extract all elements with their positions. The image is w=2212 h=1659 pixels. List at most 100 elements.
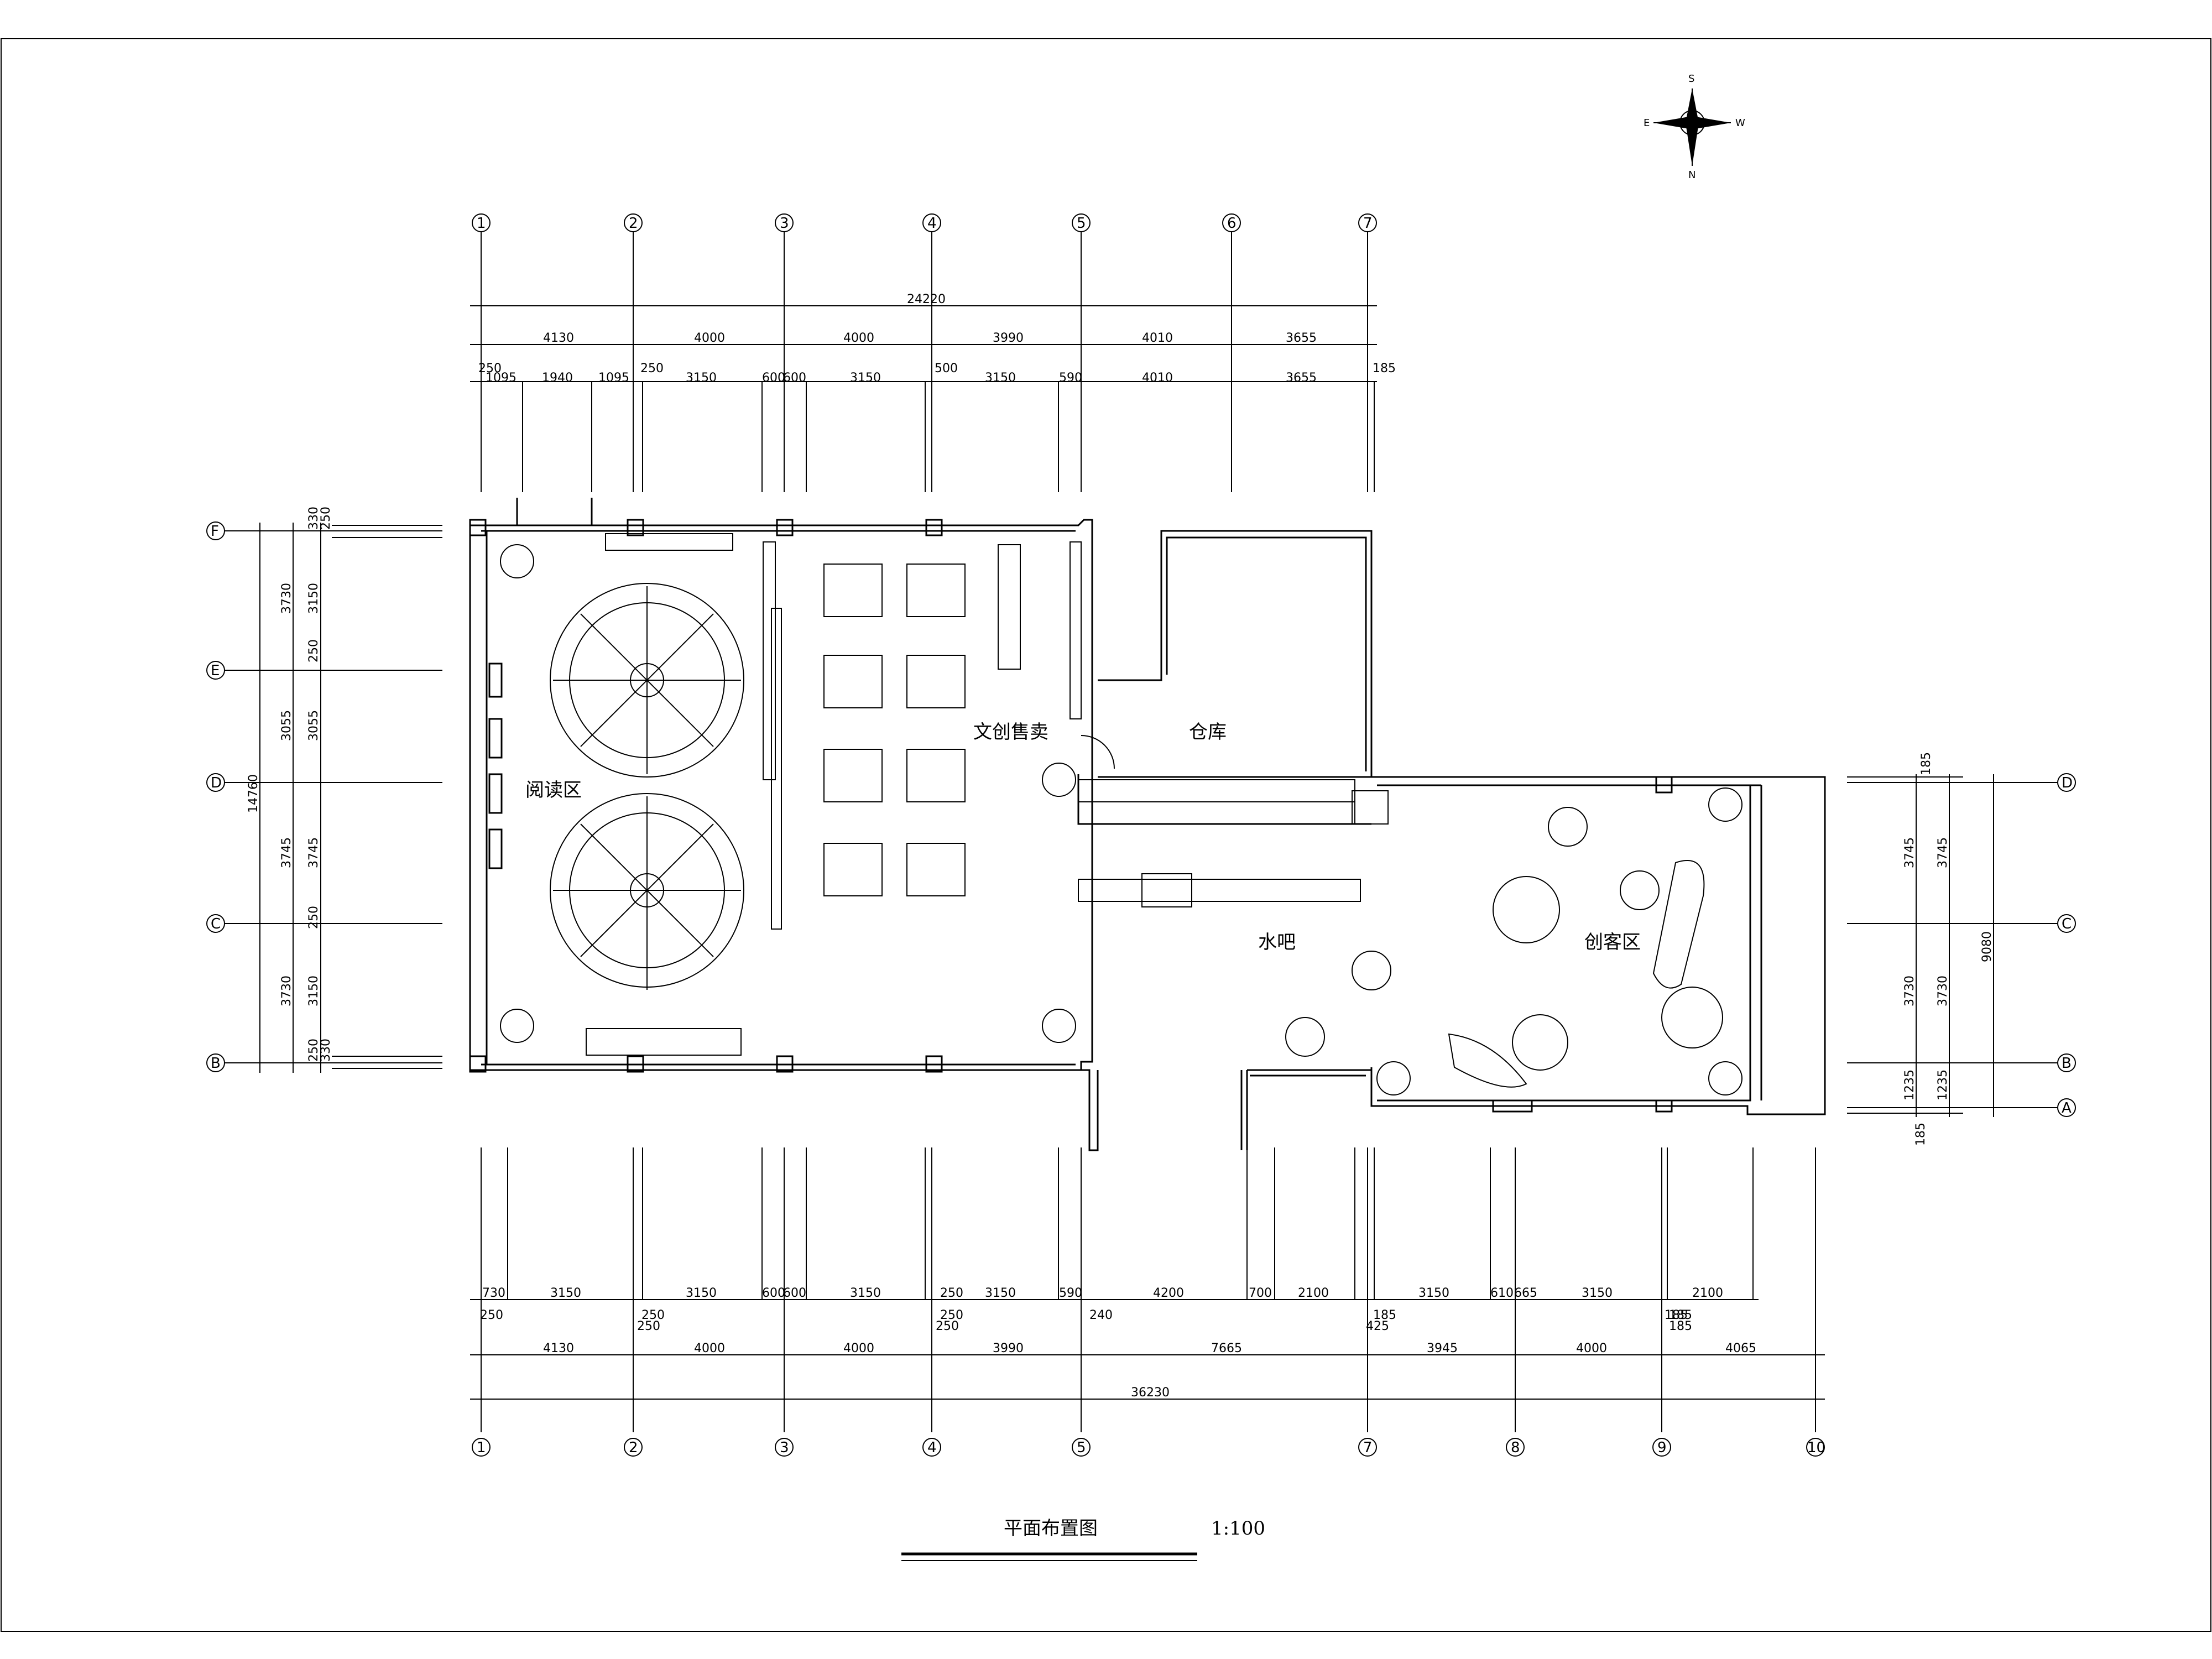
dim-bot-r1-11: 700 bbox=[1249, 1286, 1272, 1300]
dim-left-i2: 250 bbox=[319, 507, 333, 530]
dim-bot-r1b-3: 250 bbox=[637, 1319, 660, 1333]
dim-right-i5: 185 bbox=[1914, 1123, 1928, 1146]
dim-bot-r2-3: 4000 bbox=[843, 1342, 874, 1355]
dim-right-i3: 3730 bbox=[1903, 975, 1917, 1006]
left-axis-markers: F E D C B bbox=[206, 521, 225, 1072]
dim-left-o4: 3730 bbox=[280, 975, 294, 1006]
display-tables bbox=[823, 564, 966, 896]
top-dimensions: 24220 4130 4000 4000 3990 4010 3655 250 … bbox=[470, 293, 1396, 385]
axis-left-e: E bbox=[211, 662, 220, 679]
dim-bot-r1b-2: 250 bbox=[641, 1308, 665, 1322]
dim-right-o2: 3730 bbox=[1936, 975, 1950, 1006]
dim-top-r3-4: 1095 bbox=[598, 371, 629, 385]
dim-top-r3-3: 1940 bbox=[542, 371, 573, 385]
drawing-scale: 1:100 bbox=[1211, 1517, 1265, 1540]
dim-bot-r2-1: 4130 bbox=[543, 1342, 574, 1355]
axis-top-4: 4 bbox=[927, 215, 937, 232]
dim-top-r3-15: 185 bbox=[1373, 362, 1396, 375]
top-axis-markers: 1 2 3 4 5 6 7 bbox=[472, 213, 1377, 232]
top-grid-lines bbox=[481, 232, 1375, 492]
axis-right-c: C bbox=[2062, 916, 2072, 932]
dim-left-i7: 250 bbox=[307, 906, 321, 929]
dim-bot-r2-7: 4000 bbox=[1576, 1342, 1607, 1355]
dim-bot-r1-13: 185 bbox=[1373, 1308, 1396, 1322]
dim-top-r3-1: 250 bbox=[478, 362, 502, 375]
axis-bot-7: 7 bbox=[1363, 1439, 1373, 1456]
dim-bot-total: 36230 bbox=[1131, 1386, 1170, 1400]
dim-bot-r1b-9: 185 bbox=[1669, 1319, 1692, 1333]
dim-top-r3-12: 590 bbox=[1059, 371, 1082, 385]
dim-left-total: 14760 bbox=[247, 774, 260, 813]
compass-label-s: S bbox=[1688, 73, 1694, 85]
plant-icons bbox=[500, 544, 1743, 1095]
dim-bot-r1-18: 185 bbox=[1665, 1308, 1688, 1322]
dim-bot-r1-2: 3150 bbox=[550, 1286, 581, 1300]
dim-top-r3-5: 250 bbox=[640, 362, 664, 375]
right-grid-lines bbox=[1847, 774, 2058, 1117]
compass-label-e: E bbox=[1644, 117, 1650, 129]
dim-bot-r2-5: 7665 bbox=[1211, 1342, 1242, 1355]
dim-bot-r1-19: 2100 bbox=[1692, 1286, 1723, 1300]
dim-top-r3-8: 600 bbox=[783, 371, 806, 385]
building-walls bbox=[469, 498, 1826, 1151]
wall-shelving bbox=[586, 533, 1389, 1056]
dim-bot-r1b-4: 250 bbox=[940, 1308, 963, 1322]
bottom-axis-markers: 1 2 3 4 5 7 8 9 10 bbox=[472, 1438, 1825, 1457]
maker-furniture bbox=[1285, 807, 1723, 1088]
dim-top-r2-6: 3655 bbox=[1286, 331, 1317, 345]
axis-left-d: D bbox=[211, 775, 222, 791]
dim-bot-r1b-7: 425 bbox=[1366, 1319, 1389, 1333]
radial-bookshelf-bottom bbox=[550, 793, 744, 990]
compass-label-w: W bbox=[1735, 117, 1745, 129]
axis-top-2: 2 bbox=[629, 215, 638, 232]
room-label-warehouse: 仓库 bbox=[1189, 721, 1227, 743]
dim-bot-r1-7: 250 bbox=[940, 1286, 963, 1300]
dim-left-i5: 3055 bbox=[307, 710, 321, 741]
dim-top-r3-2: 1095 bbox=[486, 371, 517, 385]
right-dimensions: 9080 3745 3730 1235 185 3745 3730 1235 1… bbox=[1903, 752, 1994, 1146]
dim-bot-r1b-5: 250 bbox=[936, 1319, 959, 1333]
dim-left-i9: 250 bbox=[307, 1039, 321, 1062]
dim-bot-r1-5: 600 bbox=[783, 1286, 806, 1300]
dim-right-o3: 1235 bbox=[1936, 1070, 1950, 1100]
dim-top-r2-3: 4000 bbox=[843, 331, 874, 345]
bottom-grid-lines bbox=[481, 1147, 1816, 1432]
left-grid-lines bbox=[225, 523, 442, 1073]
dim-bot-r1-17: 3150 bbox=[1582, 1286, 1613, 1300]
dim-bot-r1-3: 3150 bbox=[686, 1286, 717, 1300]
dim-top-r2-5: 4010 bbox=[1142, 331, 1173, 345]
axis-bot-5: 5 bbox=[1077, 1439, 1086, 1456]
room-label-water-bar: 水吧 bbox=[1258, 931, 1296, 953]
dim-top-r3-11: 3150 bbox=[985, 371, 1016, 385]
axis-left-c: C bbox=[211, 916, 221, 932]
axis-bot-1: 1 bbox=[477, 1439, 486, 1456]
room-label-cultural-sales: 文创售卖 bbox=[973, 721, 1048, 743]
axis-top-7: 7 bbox=[1363, 215, 1373, 232]
dim-top-r3-9: 3150 bbox=[850, 371, 881, 385]
dim-bot-r1-10: 4200 bbox=[1153, 1286, 1184, 1300]
dim-top-r3-14: 3655 bbox=[1286, 371, 1317, 385]
axis-right-b: B bbox=[2062, 1055, 2072, 1072]
dim-bot-r2-2: 4000 bbox=[694, 1342, 725, 1355]
drawing-frame bbox=[1, 38, 2211, 1632]
dim-bot-r1-16: 665 bbox=[1514, 1286, 1537, 1300]
radial-bookshelf-top bbox=[550, 583, 744, 778]
compass-label-n: N bbox=[1688, 169, 1695, 181]
axis-top-6: 6 bbox=[1227, 215, 1237, 232]
axis-bot-10: 10 bbox=[1807, 1439, 1825, 1456]
axis-bot-9: 9 bbox=[1657, 1439, 1667, 1456]
dim-bot-r1-12: 2100 bbox=[1298, 1286, 1329, 1300]
dim-left-i10: 330 bbox=[319, 1039, 333, 1062]
dim-bot-r1-6: 3150 bbox=[850, 1286, 881, 1300]
dim-top-r2-1: 4130 bbox=[543, 331, 574, 345]
dim-left-o1: 3730 bbox=[280, 583, 294, 614]
bottom-dimensions: 730 3150 3150 600 600 3150 250 3150 590 … bbox=[470, 1286, 1825, 1400]
dim-right-i2: 3745 bbox=[1903, 837, 1917, 868]
axis-bot-4: 4 bbox=[927, 1439, 937, 1456]
dim-left-i1: 330 bbox=[307, 507, 321, 530]
dim-bot-r1-14: 3150 bbox=[1418, 1286, 1449, 1300]
axis-top-3: 3 bbox=[780, 215, 789, 232]
dim-top-r3-7: 600 bbox=[762, 371, 785, 385]
dim-left-i8: 3150 bbox=[307, 975, 321, 1006]
